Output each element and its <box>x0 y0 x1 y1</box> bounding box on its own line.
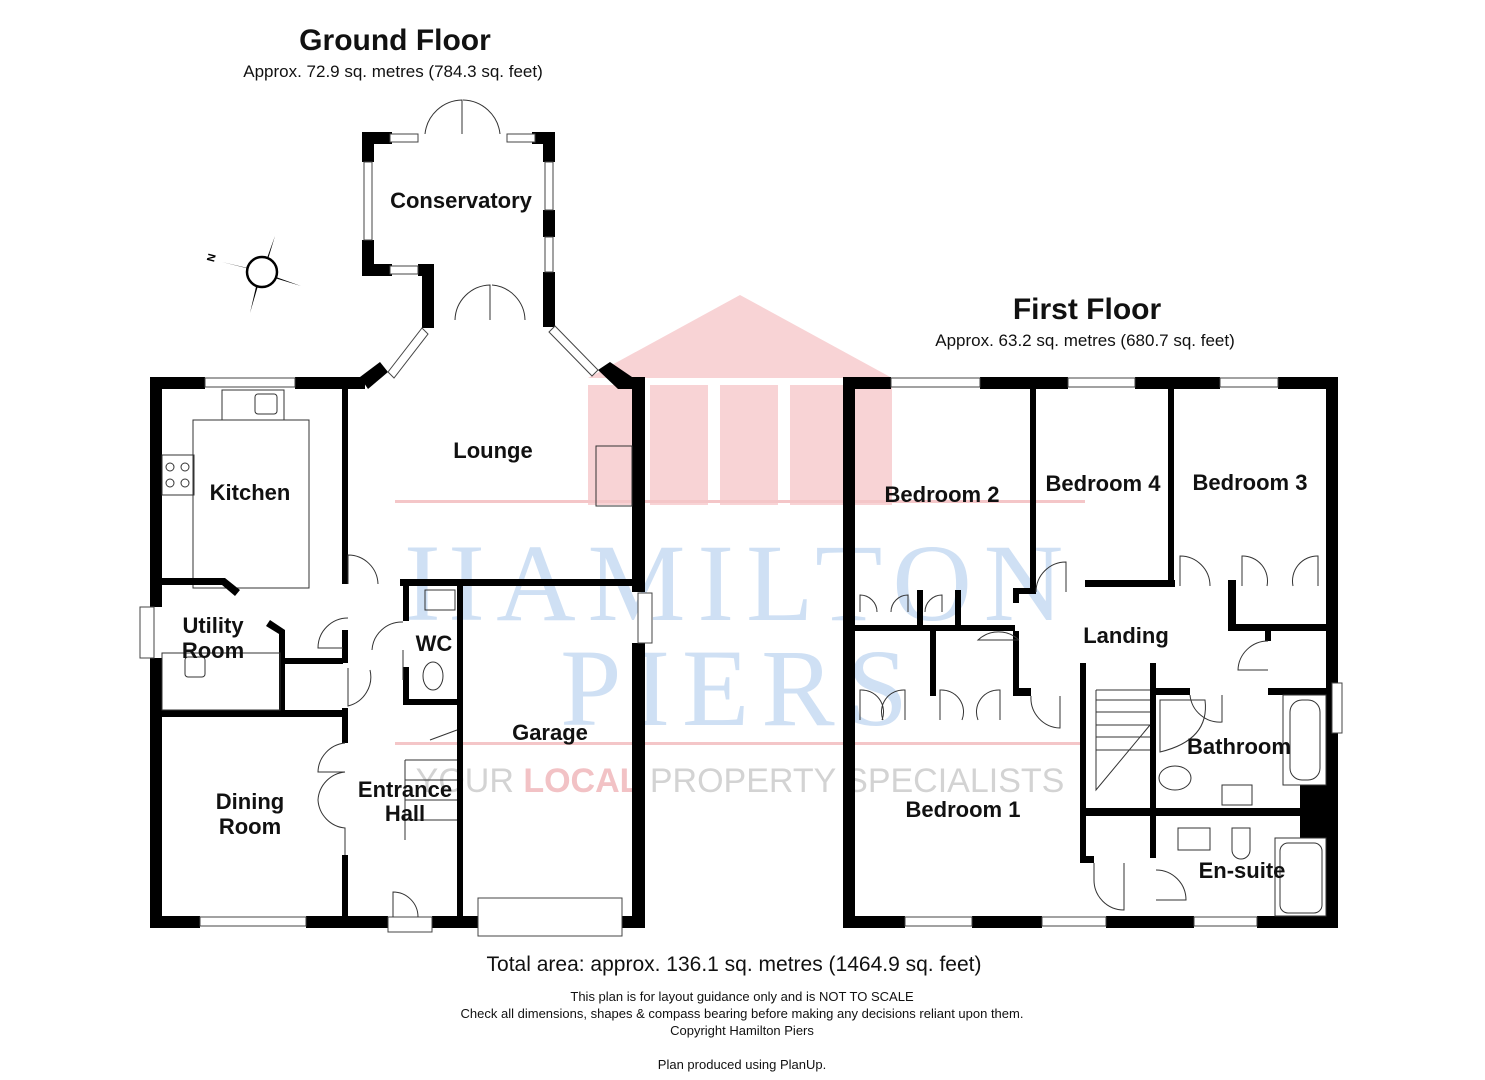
room-label-lounge: Lounge <box>453 438 532 463</box>
room-label-bedroom-4: Bedroom 4 <box>1046 471 1162 496</box>
room-label-utility: Utility <box>182 613 244 638</box>
room-label-entrance: Entrance <box>358 777 452 802</box>
compass-north-label: N <box>205 252 219 263</box>
room-label-bedroom-3: Bedroom 3 <box>1193 470 1308 495</box>
room-label-hall: Hall <box>385 801 425 826</box>
first-floor-area: Approx. 63.2 sq. metres (680.7 sq. feet) <box>935 331 1235 350</box>
first-floor-plan <box>843 377 1343 928</box>
ground-floor-area: Approx. 72.9 sq. metres (784.3 sq. feet) <box>243 62 543 81</box>
room-label-garage: Garage <box>512 720 588 745</box>
disclaimer-check: Check all dimensions, shapes & compass b… <box>460 1006 1024 1021</box>
copyright-text: Copyright Hamilton Piers <box>670 1023 814 1038</box>
room-label-utility-room: Room <box>182 638 244 663</box>
disclaimer-scale: This plan is for layout guidance only an… <box>570 989 914 1004</box>
total-area: Total area: approx. 136.1 sq. metres (14… <box>486 953 982 976</box>
room-label-bathroom: Bathroom <box>1187 734 1291 759</box>
plan-credit: Plan produced using PlanUp. <box>657 1057 827 1072</box>
compass-icon: N <box>205 236 301 313</box>
ground-floor-title: Ground Floor <box>299 24 491 57</box>
room-label-bedroom-2: Bedroom 2 <box>885 482 1000 507</box>
room-label-dining-room: Room <box>219 814 281 839</box>
room-label-conservatory: Conservatory <box>390 188 533 213</box>
room-label-dining: Dining <box>216 789 284 814</box>
room-label-bedroom-1: Bedroom 1 <box>906 797 1021 822</box>
room-label-ensuite: En-suite <box>1199 858 1286 883</box>
room-label-wc: WC <box>416 631 453 656</box>
ground-floor-plan <box>139 99 653 937</box>
first-floor-title: First Floor <box>1012 293 1162 326</box>
room-label-kitchen: Kitchen <box>210 480 291 505</box>
room-label-landing: Landing <box>1083 623 1169 648</box>
